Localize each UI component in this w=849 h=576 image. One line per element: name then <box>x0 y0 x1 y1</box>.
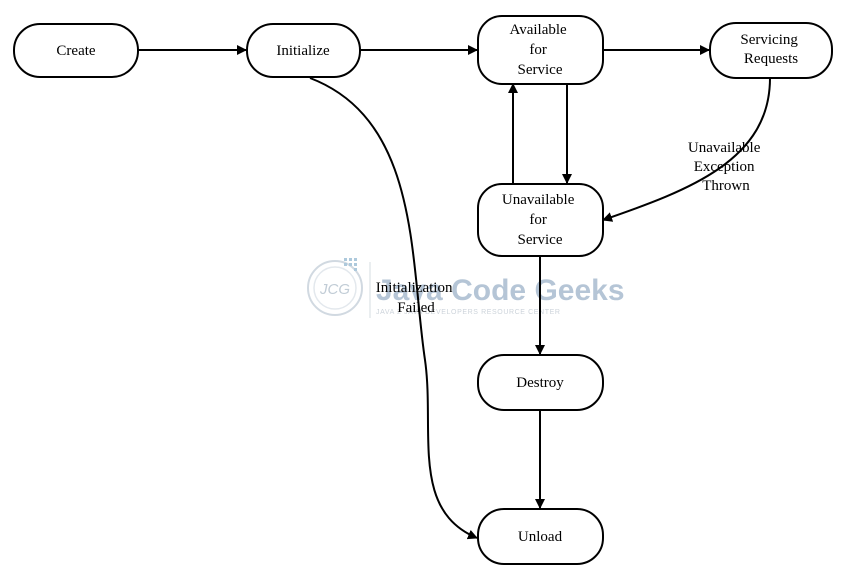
node-create: Create <box>13 23 139 78</box>
node-servicing-requests: Servicing Requests <box>709 22 833 79</box>
node-initialize: Initialize <box>246 23 361 78</box>
node-unavailable-for-service: Unavailable for Service <box>477 183 604 257</box>
watermark-word-geeks: Geeks <box>534 274 624 307</box>
svg-text:Initialize: Initialize <box>276 43 330 59</box>
svg-text:Create: Create <box>56 43 95 59</box>
watermark: JCG Java Code Geeks JAVA 2 JAVA DEVELOPE… <box>307 258 625 318</box>
svg-text:Servicing Requests: Servicing Requests <box>740 32 801 67</box>
edge-labels: Unavailable Exception Thrown Initializat… <box>376 140 764 316</box>
svg-text:Java Code Geeks: Java Code Geeks <box>376 274 625 307</box>
nodes: Create Initialize Available for Service … <box>13 15 833 565</box>
svg-text:Available for: Available for Service <box>510 22 571 78</box>
edge-initialize-failed-to-unload <box>309 77 478 540</box>
svg-text:Destroy: Destroy <box>516 375 564 391</box>
jcg-logo-icon: JCG <box>307 258 363 316</box>
node-destroy: Destroy <box>477 354 604 411</box>
svg-text:Unload: Unload <box>518 529 563 545</box>
node-unload: Unload <box>477 508 604 565</box>
edges <box>138 45 771 540</box>
watermark-tagline: JAVA 2 JAVA DEVELOPERS RESOURCE CENTER <box>376 309 561 316</box>
edge-label-initialization-failed: Initialization Failed <box>376 280 456 316</box>
watermark-word-java: Java <box>376 274 443 307</box>
watermark-logo-text: JCG <box>319 281 350 298</box>
node-available-for-service: Available for Service <box>477 15 604 85</box>
watermark-word-code: Code <box>451 274 526 307</box>
svg-text:Unavailable for: Unavailable for Service <box>502 192 578 248</box>
edge-label-unavailable-exception: Unavailable Exception Thrown <box>688 140 764 194</box>
edge-servicing-to-unavailable <box>602 77 771 222</box>
